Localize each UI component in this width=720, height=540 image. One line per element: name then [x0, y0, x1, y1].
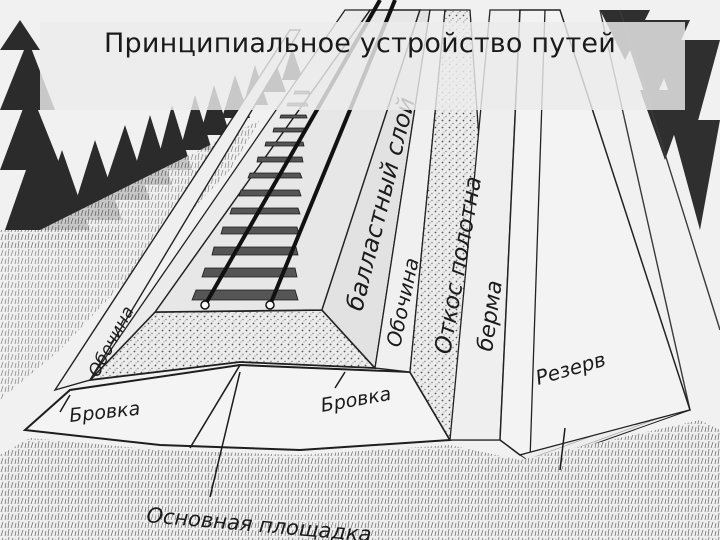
label-arrows — [59, 371, 566, 498]
left-forest — [0, 20, 303, 250]
edge-right-arrow — [334, 371, 346, 389]
title-band — [40, 22, 685, 110]
ground-texture — [0, 420, 720, 540]
subgrade-arrow — [209, 371, 241, 498]
reserve-arrow — [559, 427, 566, 471]
rail-feet — [200, 300, 275, 310]
subgrade-divider — [189, 364, 241, 449]
page-title: Принципиальное устройство путей — [104, 28, 616, 59]
edge-left-arrow — [59, 394, 71, 413]
